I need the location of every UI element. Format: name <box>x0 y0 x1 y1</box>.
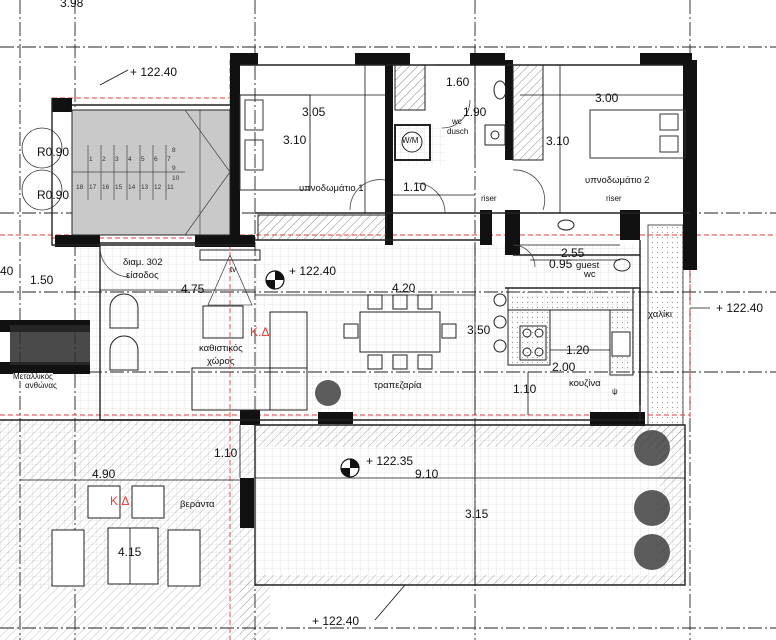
stair-step-1: 1 <box>89 156 93 163</box>
dim-passage: 1.10 <box>403 180 427 194</box>
room-guest-1: guest <box>576 260 600 271</box>
room-metal-planter-2: ανθώνας <box>25 381 57 390</box>
stair-step-4: 4 <box>128 156 132 163</box>
stair-step-5: 5 <box>141 156 145 163</box>
room-dining: τραπεζαρία <box>374 380 422 391</box>
dim-entry-width: 4.75 <box>181 282 205 296</box>
dim-stair-radius-1: R0.90 <box>37 145 70 159</box>
dim-bed1-height: 3.10 <box>283 133 307 147</box>
dim-wc-width: 1.60 <box>446 75 470 89</box>
bathroom-fixtures <box>394 80 631 272</box>
level-right: + 122.40 <box>716 301 764 315</box>
room-psi: ψ <box>612 387 618 396</box>
dim-kitchen-height: 1.10 <box>513 382 537 396</box>
stair-step-12: 12 <box>154 184 162 191</box>
dim-bbq-height: 4.15 <box>118 545 142 559</box>
room-wc: wc <box>452 117 462 126</box>
room-bedroom-2: υπνοδωμάτιο 2 <box>585 175 650 186</box>
marker-kd-veranda: Κ.Δ <box>110 494 130 508</box>
room-living-1: καθιστικός <box>199 343 243 354</box>
stair-step-8: 8 <box>172 147 176 154</box>
room-bedroom-1: υπνοδωμάτιο 1 <box>299 183 364 194</box>
level-living: + 122.40 <box>289 264 337 278</box>
dim-veranda-gap: 1.10 <box>214 446 238 460</box>
dim-bbq-width: 4.90 <box>92 467 116 481</box>
room-entrance-code: διαμ. 302 <box>123 257 163 268</box>
stair-step-2: 2 <box>102 156 106 163</box>
dim-bed1-width: 3.05 <box>302 105 326 119</box>
room-riser-1: riser <box>481 194 497 203</box>
living-furniture <box>109 249 308 411</box>
dim-living-height: 3.50 <box>467 323 491 337</box>
stair-step-14: 14 <box>128 184 136 191</box>
room-kitchen: κουζίνα <box>569 378 601 389</box>
dim-top-cut: 3.98 <box>60 0 84 10</box>
metal-planter <box>10 325 90 365</box>
stair-step-7: 7 <box>167 156 171 163</box>
staircase <box>21 109 231 236</box>
stair-step-13: 13 <box>141 184 149 191</box>
dim-stair-radius-2: R0.90 <box>37 188 70 202</box>
stair-step-9: 9 <box>172 165 176 172</box>
stair-step-15: 15 <box>115 184 123 191</box>
room-washing-machine: W/M <box>402 136 419 145</box>
dim-left-gap: 1.50 <box>30 273 54 287</box>
veranda-furniture <box>51 485 201 587</box>
room-gravel: χαλίκι <box>648 309 672 320</box>
dim-dining-width: 4.20 <box>392 281 416 295</box>
level-veranda: + 122.35 <box>366 454 414 468</box>
walls <box>0 53 697 528</box>
dim-veranda-width: 9.10 <box>415 467 439 481</box>
stair-step-16: 16 <box>102 184 110 191</box>
dim-guest-height: 0.95 <box>549 257 573 271</box>
room-shower: dusch <box>447 127 469 136</box>
stair-step-11: 11 <box>167 184 174 191</box>
dimension-lines <box>20 64 710 621</box>
plants <box>315 380 670 570</box>
room-guest-2: wc <box>584 269 596 280</box>
dim-guest-width: 2.55 <box>561 246 585 260</box>
stair-step-10: 10 <box>172 175 180 182</box>
stair-step-6: 6 <box>154 156 158 163</box>
dim-wc-height: 1.90 <box>463 105 487 119</box>
dim-veranda-height: 3.15 <box>465 507 489 521</box>
level-top-left: + 122.40 <box>130 65 178 79</box>
kitchen-counter <box>493 287 634 376</box>
room-metal-planter-1: Μεταλλικός <box>13 372 53 381</box>
stair-step-3: 3 <box>115 156 119 163</box>
room-tv: tv <box>230 265 237 274</box>
dim-bed2-width: 3.00 <box>595 91 619 105</box>
dim-bed2-height: 3.10 <box>546 134 570 148</box>
wardrobes <box>257 64 544 241</box>
room-riser-2: riser <box>606 194 622 203</box>
stair-step-17: 17 <box>89 184 97 191</box>
stair-step-18: 18 <box>76 184 84 191</box>
level-bottom: + 122.40 <box>312 614 360 628</box>
gravel-strip <box>647 224 684 426</box>
marker-kd-living: Κ.Δ <box>250 325 270 339</box>
dim-left-stub: 40 <box>0 264 14 278</box>
dim-kitchen-length: 2.00 <box>552 360 576 374</box>
level-symbols <box>265 270 360 478</box>
dim-kitchen-width: 1.20 <box>566 343 590 357</box>
room-entrance: είσοδος <box>126 270 159 281</box>
room-living-2: χώρος <box>207 356 235 367</box>
room-veranda: βεράντα <box>180 499 215 510</box>
dining-table <box>343 294 457 370</box>
door-swings <box>99 99 546 278</box>
